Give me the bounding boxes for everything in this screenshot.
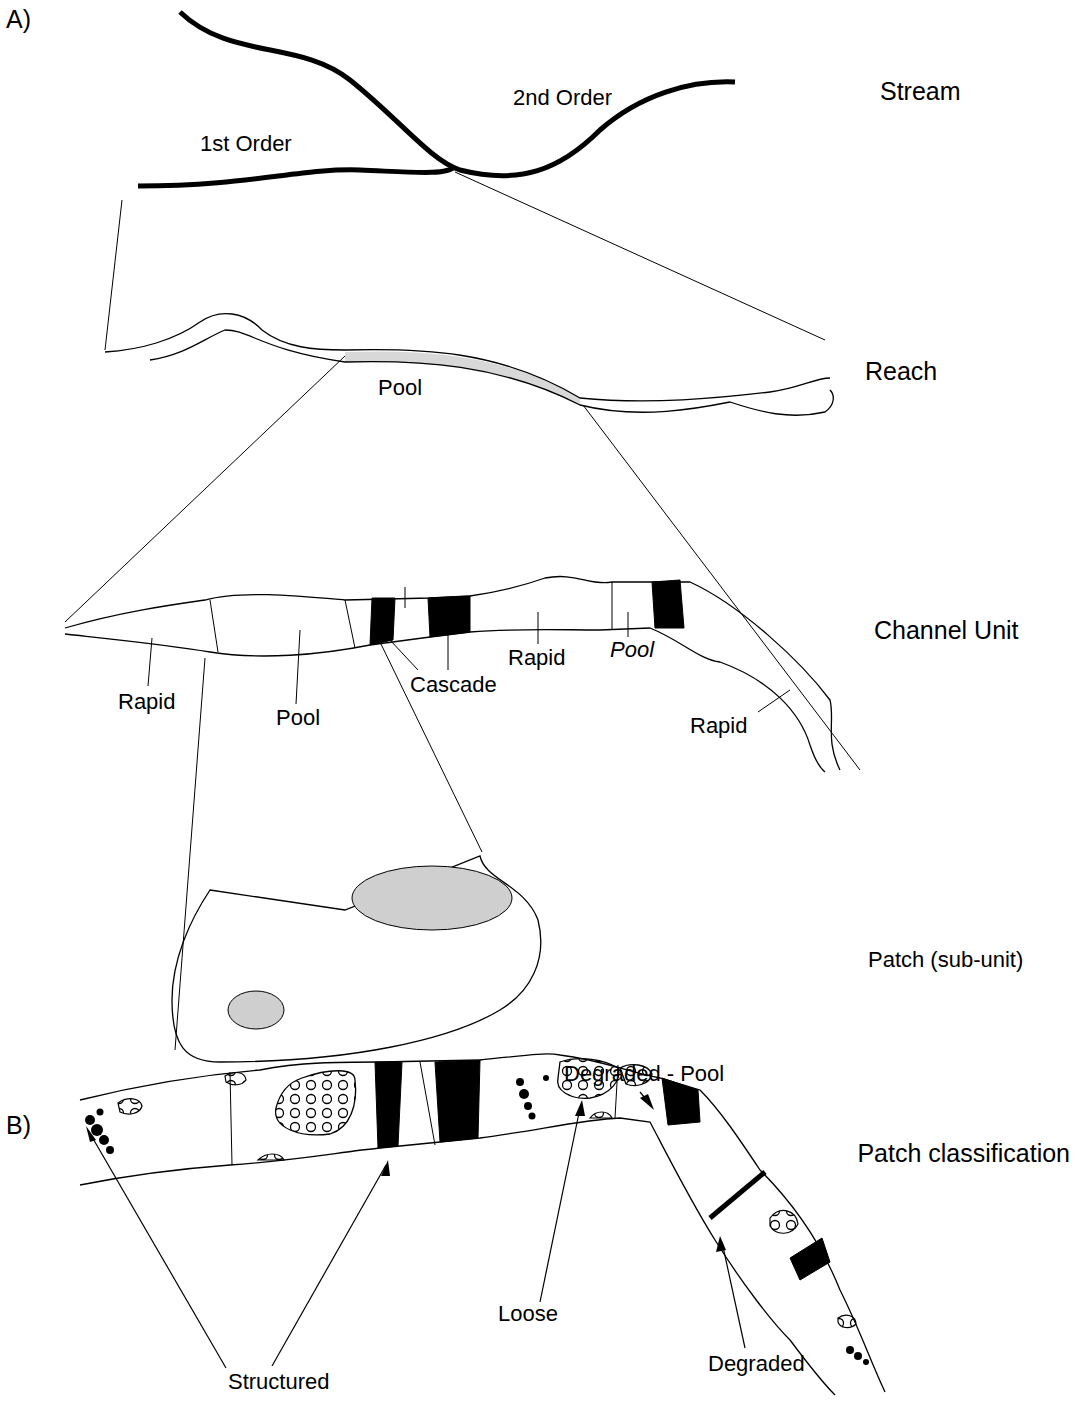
channel-unit-label: Pool — [378, 376, 422, 400]
channel-unit-label: Rapid — [508, 646, 565, 670]
stream-order-label: 1st Order — [200, 132, 292, 156]
channel-unit-label: Cascade — [410, 673, 497, 697]
channel-unit-label: Pool — [610, 638, 654, 662]
stream-order-label: 2nd Order — [513, 86, 612, 110]
channel-unit-label: Rapid — [690, 714, 747, 738]
channel-unit-label: Rapid — [118, 690, 175, 714]
patch-type-label: Degraded — [708, 1352, 805, 1376]
scale-label: Patch classification — [857, 1140, 1070, 1168]
channel-unit-label: Pool — [276, 706, 320, 730]
scale-label: Stream — [880, 78, 961, 106]
panel-letter: A) — [6, 6, 31, 34]
scale-label: Reach — [865, 358, 937, 386]
scale-label: Patch (sub-unit) — [868, 948, 1023, 972]
patch-type-label: Degraded - Pool — [564, 1062, 724, 1086]
patch-type-label: Structured — [228, 1370, 330, 1394]
patch-type-label: Loose — [498, 1302, 558, 1326]
scale-label: Channel Unit — [874, 617, 1019, 645]
panel-letter: B) — [6, 1112, 31, 1140]
